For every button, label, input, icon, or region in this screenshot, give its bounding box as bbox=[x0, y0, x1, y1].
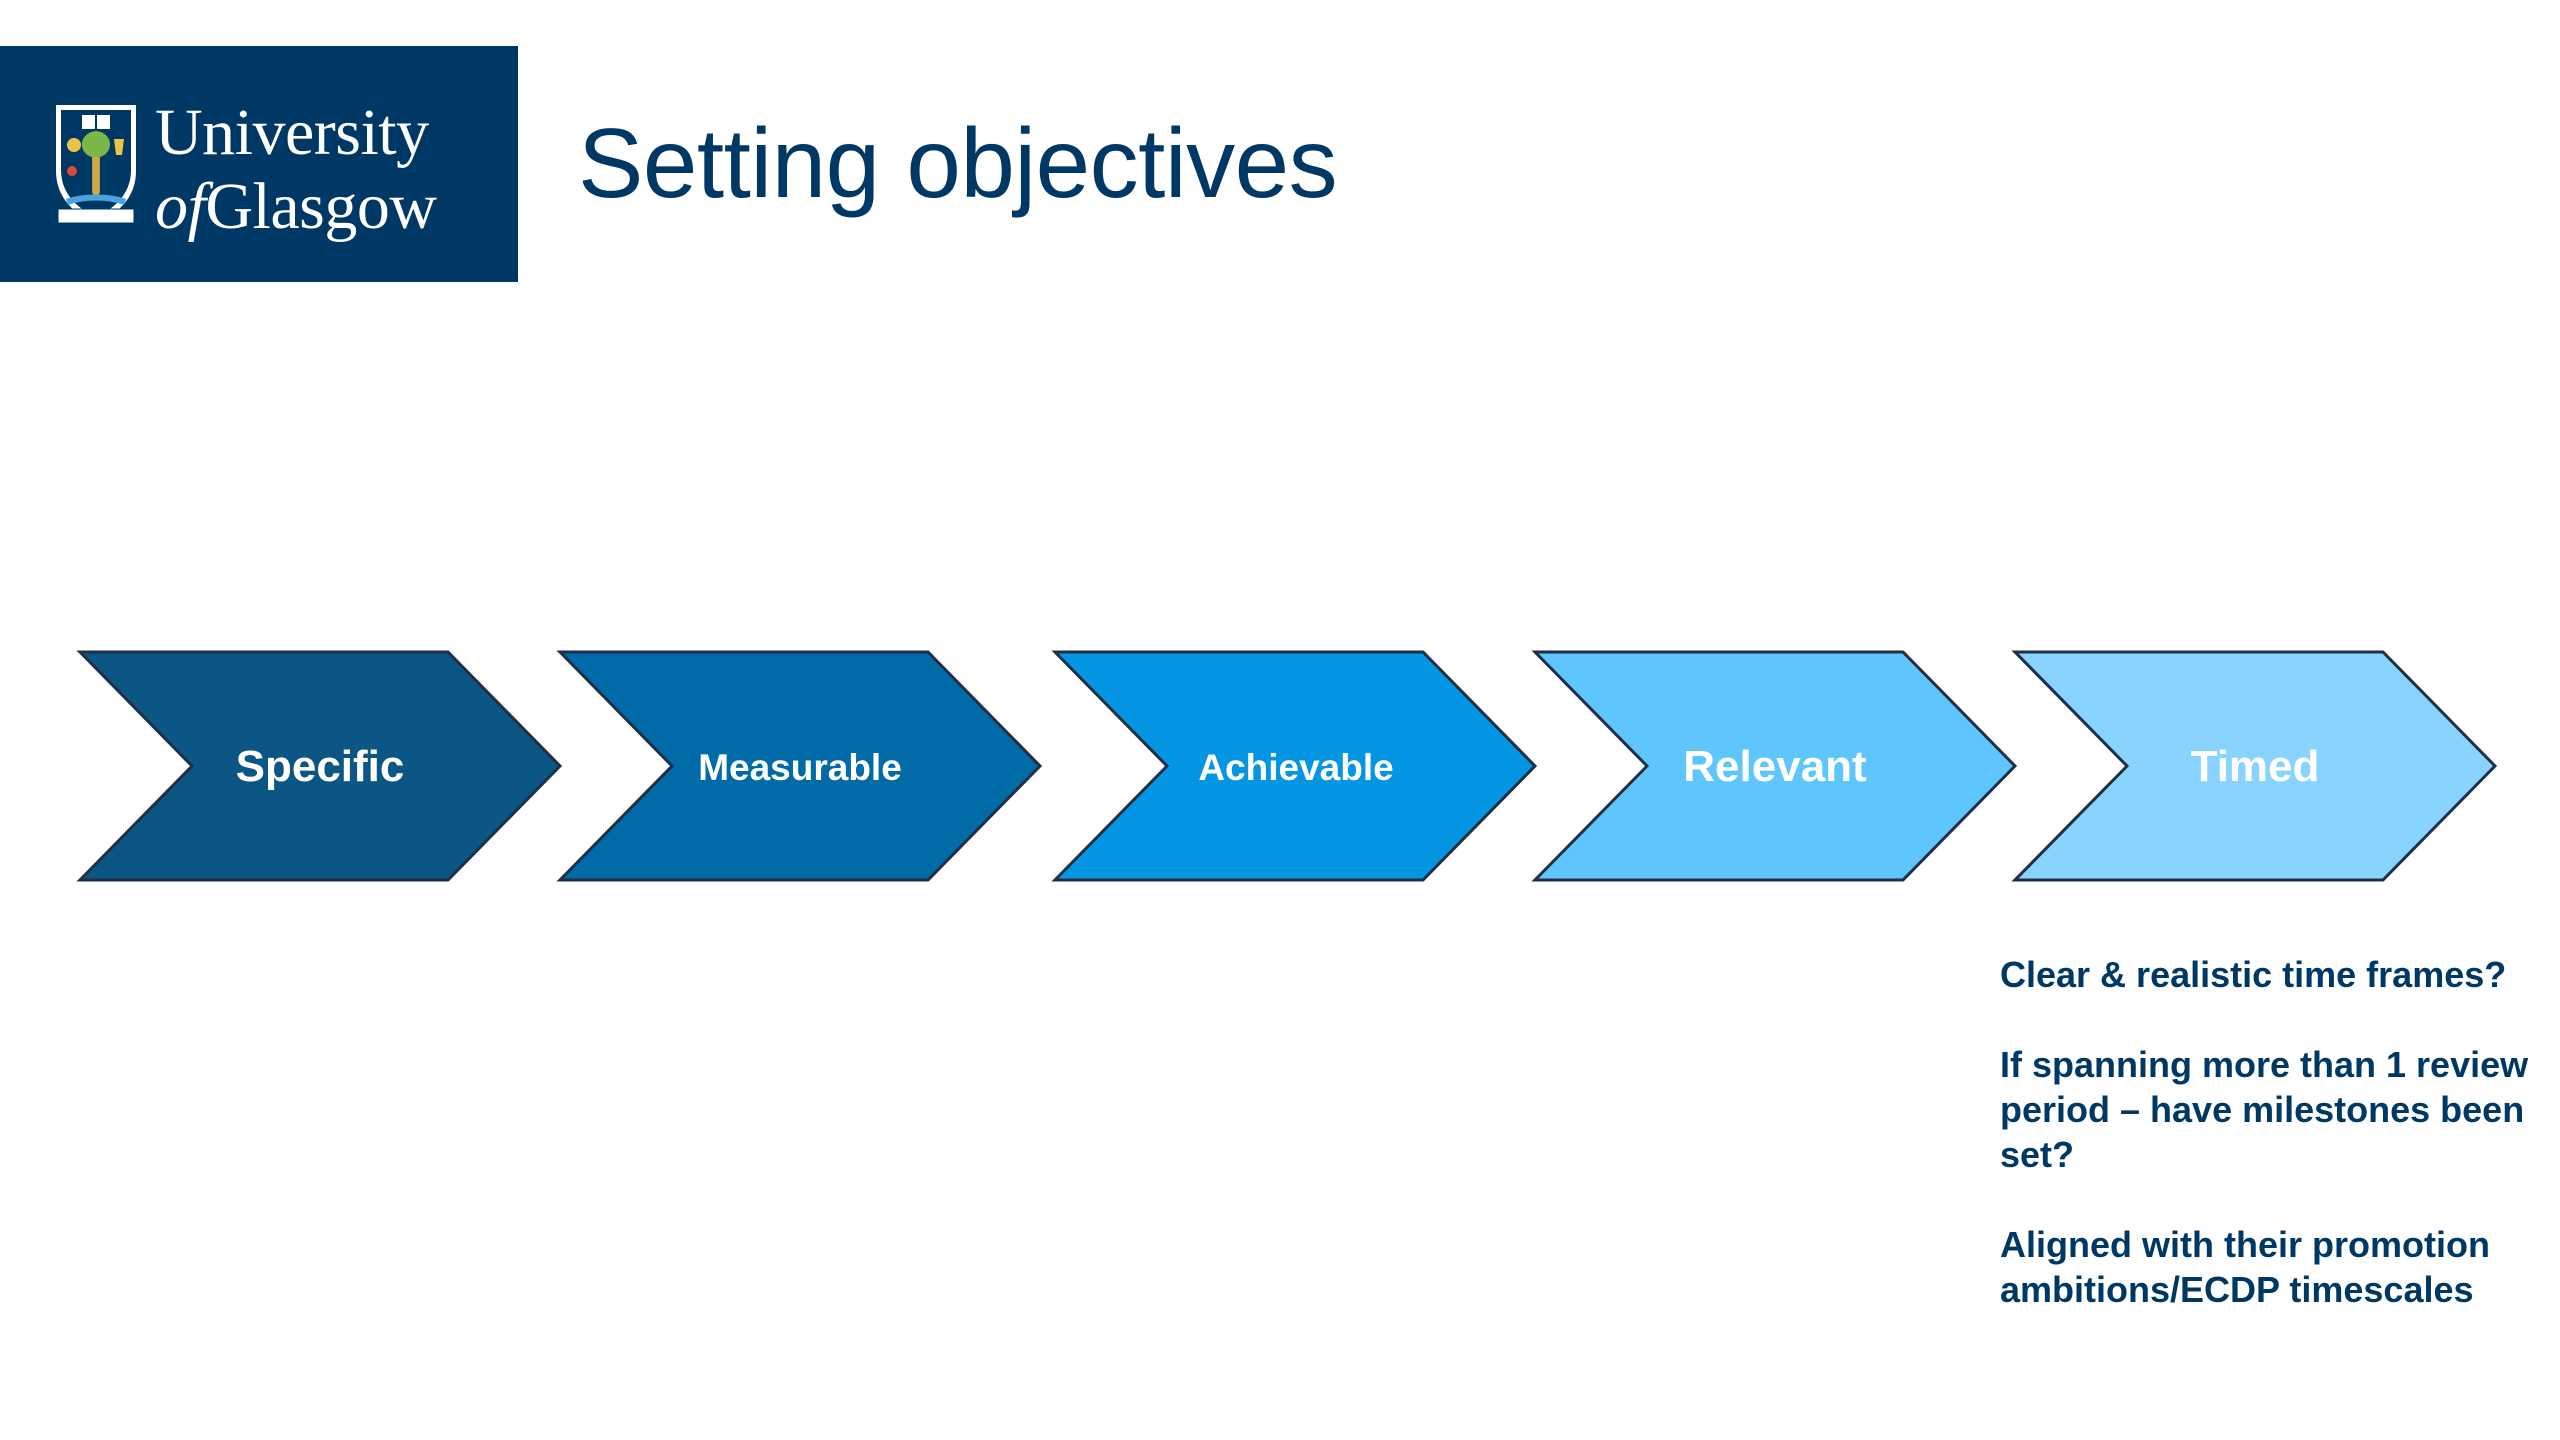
chevron-shape-achievable bbox=[1051, 650, 1538, 882]
chevron-label-achievable: Achievable bbox=[1198, 747, 1393, 788]
timed-note-milestones: If spanning more than 1 review period – … bbox=[2000, 1044, 2529, 1175]
chevron-label-relevant: Relevant bbox=[1683, 742, 1867, 791]
chevron-shape-measurable bbox=[556, 650, 1043, 882]
wordmark-of: of bbox=[155, 170, 206, 243]
university-crest-icon bbox=[56, 105, 136, 224]
slide-title: Setting objectives bbox=[578, 108, 1338, 218]
wordmark-line-university: University bbox=[155, 96, 429, 169]
chevron-shape-specific bbox=[76, 650, 563, 882]
chevron-label-measurable: Measurable bbox=[698, 747, 902, 788]
wordmark-glasgow: Glasgow bbox=[205, 170, 437, 243]
chevron-timed: Timed bbox=[2011, 650, 2498, 882]
timed-note-promotion: Aligned with their promotion ambitions/E… bbox=[2000, 1224, 2490, 1310]
chevron-label-specific: Specific bbox=[236, 742, 405, 791]
chevron-label-timed: Timed bbox=[2191, 742, 2320, 791]
chevron-shape-timed bbox=[2011, 650, 2498, 882]
university-wordmark: University ofGlasgow bbox=[155, 96, 437, 244]
chevron-measurable: Measurable bbox=[556, 650, 1043, 882]
university-logo-block: University ofGlasgow bbox=[0, 46, 518, 282]
timed-note-timeframes: Clear & realistic time frames? bbox=[2000, 954, 2507, 995]
chevron-relevant: Relevant bbox=[1531, 650, 2018, 882]
chevron-achievable: Achievable bbox=[1051, 650, 1538, 882]
chevron-specific: Specific bbox=[76, 650, 563, 882]
timed-notes: Clear & realistic time frames? If spanni… bbox=[2000, 952, 2540, 1312]
wordmark-line-glasgow: ofGlasgow bbox=[155, 170, 437, 244]
chevron-shape-relevant bbox=[1531, 650, 2018, 882]
